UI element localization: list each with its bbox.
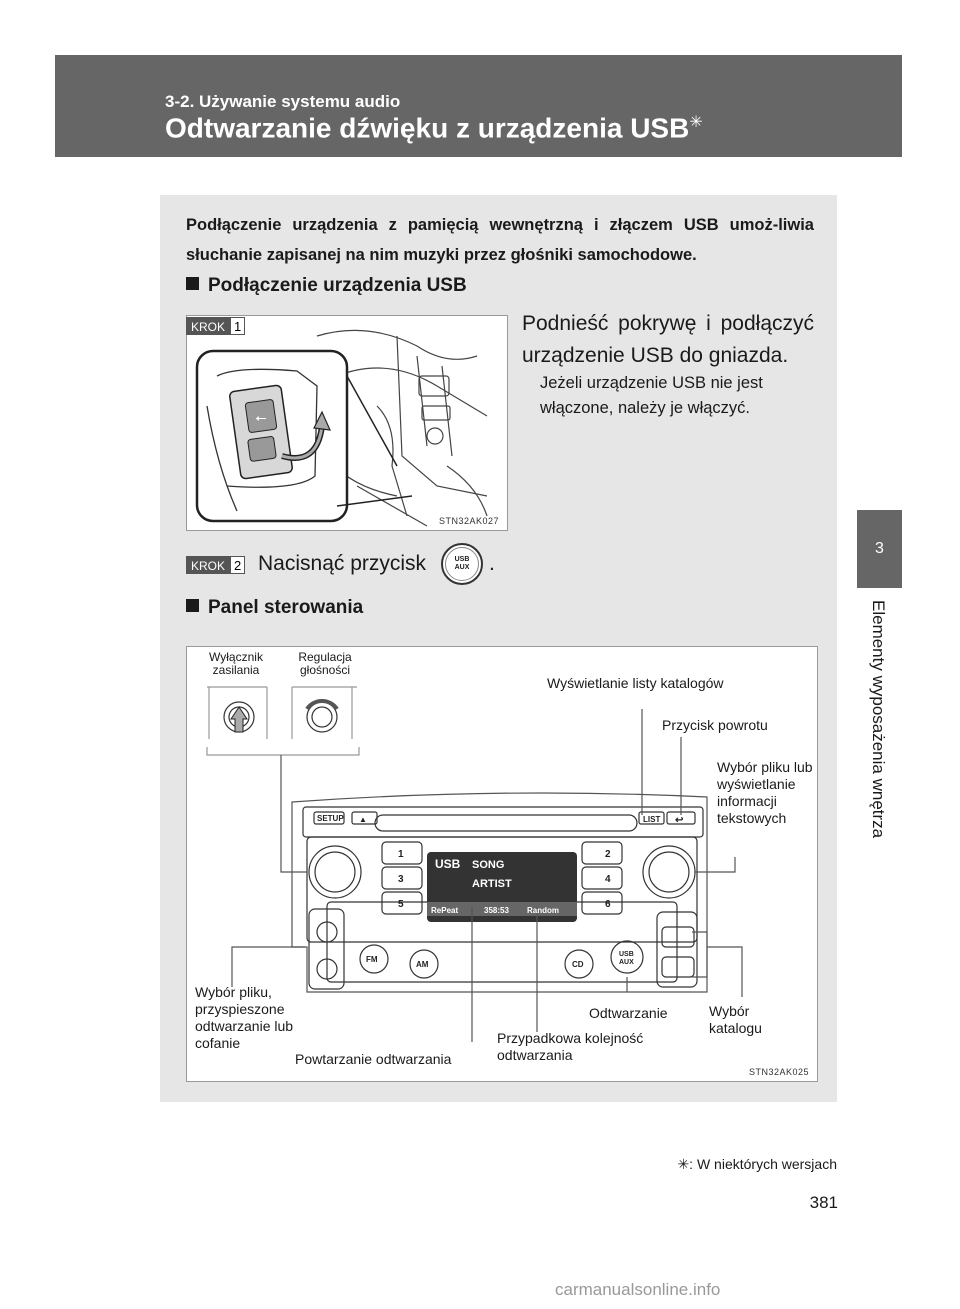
header-band [55, 55, 902, 157]
btn-aux[interactable]: AUX [619, 959, 634, 966]
btn-cd[interactable]: CD [572, 960, 584, 969]
radio-unit-drawing: USB SONG ARTIST RePeat 358:53 Random SET… [206, 686, 743, 1042]
callout-random: Przypadkowa kolejność odtwarzania [497, 1030, 644, 1063]
subheading-connect: Podłączenie urządzenia USB [186, 275, 467, 297]
callout-back-button: Przycisk powrotu [662, 717, 768, 733]
page-title: Odtwarzanie dźwięku z urządzenia USB✳ [165, 112, 703, 144]
callout-volume: Regulacja głośności [298, 650, 352, 677]
bullet-square-icon [186, 277, 199, 290]
page-title-text: Odtwarzanie dźwięku z urządzenia USB [165, 112, 690, 144]
usb-aux-line2: AUX [454, 564, 470, 571]
btn-back[interactable]: ↩ [675, 815, 684, 826]
lift-arrow-icon [313, 410, 331, 431]
step2-text: Nacisnąć przycisk [258, 552, 427, 575]
display-song: SONG [472, 859, 504, 871]
btn-fm[interactable]: FM [366, 955, 378, 964]
control-panel-illustration: USB SONG ARTIST RePeat 358:53 Random SET… [186, 646, 818, 1082]
btn-am[interactable]: AM [416, 960, 429, 969]
step1-badge-label: KROK [186, 317, 231, 335]
step2-end: . [489, 552, 495, 575]
usb-aux-line1: USB [454, 556, 470, 563]
image1-code: STN32AK027 [438, 516, 499, 526]
page-number: 381 [809, 1193, 838, 1212]
chapter-tab[interactable]: 3 [857, 510, 902, 588]
callout-power-switch: Wyłącznik zasilania [209, 650, 263, 677]
btn-eject[interactable]: ▲ [359, 815, 367, 824]
btn-list[interactable]: LIST [643, 815, 660, 824]
usb-symbol-icon: ⭠ [255, 410, 266, 426]
callout-repeat: Powtarzanie odtwarzania [295, 1051, 452, 1067]
display-artist: ARTIST [472, 878, 512, 890]
usb-socket-illustration: ⭠ STN32AK027 [186, 315, 508, 531]
display-rpt: RePeat [431, 906, 458, 915]
callout-play: Odtwarzanie [589, 1005, 668, 1021]
image2-code: STN32AK025 [748, 1067, 809, 1077]
preset-5[interactable]: 5 [398, 899, 404, 910]
step1-badge-num: 1 [230, 317, 246, 335]
display-rdm: Random [527, 906, 559, 915]
intro-paragraph: Podłączenie urządzenia z pamięcią wewnęt… [186, 216, 814, 264]
usb-socket-drawing: ⭠ [195, 329, 488, 527]
title-asterisk: ✳ [689, 114, 703, 131]
btn-usb[interactable]: USB [619, 951, 634, 958]
preset-1[interactable]: 1 [398, 849, 404, 860]
preset-6[interactable]: 6 [605, 899, 611, 910]
step2-badge-num: 2 [230, 556, 246, 574]
footnote: ✳: W niektórych wersjach [677, 1156, 837, 1172]
callout-folder-select: Wybór katalogu [709, 1003, 762, 1036]
display-time: 358:53 [484, 906, 509, 915]
chapter-title: Elementy wyposażenia wnętrza [869, 600, 888, 839]
callout-folder-list: Wyświetlanie listy katalogów [547, 675, 724, 691]
subheading-panel: Panel sterowania [186, 597, 363, 619]
subheading-panel-text: Panel sterowania [208, 597, 364, 618]
step1-text: Podnieść pokrywę i podłączyć urządzenie … [522, 312, 814, 367]
preset-4[interactable]: 4 [605, 874, 611, 885]
watermark[interactable]: carmanualsonline.info [555, 1280, 721, 1299]
preset-3[interactable]: 3 [398, 874, 404, 885]
btn-setup[interactable]: SETUP [317, 814, 344, 823]
display-usb: USB [435, 857, 461, 871]
preset-2[interactable]: 2 [605, 849, 611, 860]
subheading-connect-text: Podłączenie urządzenia USB [208, 275, 467, 296]
callout-file-select-fast: Wybór pliku, przyspieszone odtwarzanie l… [195, 984, 294, 1051]
step2-badge-label: KROK [186, 556, 231, 574]
step1-note: Jeżeli urządzenie USB nie jest włączone,… [540, 374, 763, 417]
section-title: 3-2. Używanie systemu audio [165, 92, 401, 111]
bullet-square-icon [186, 599, 199, 612]
callout-file-select: Wybór pliku lub wyświetlanie informacji … [717, 759, 813, 826]
